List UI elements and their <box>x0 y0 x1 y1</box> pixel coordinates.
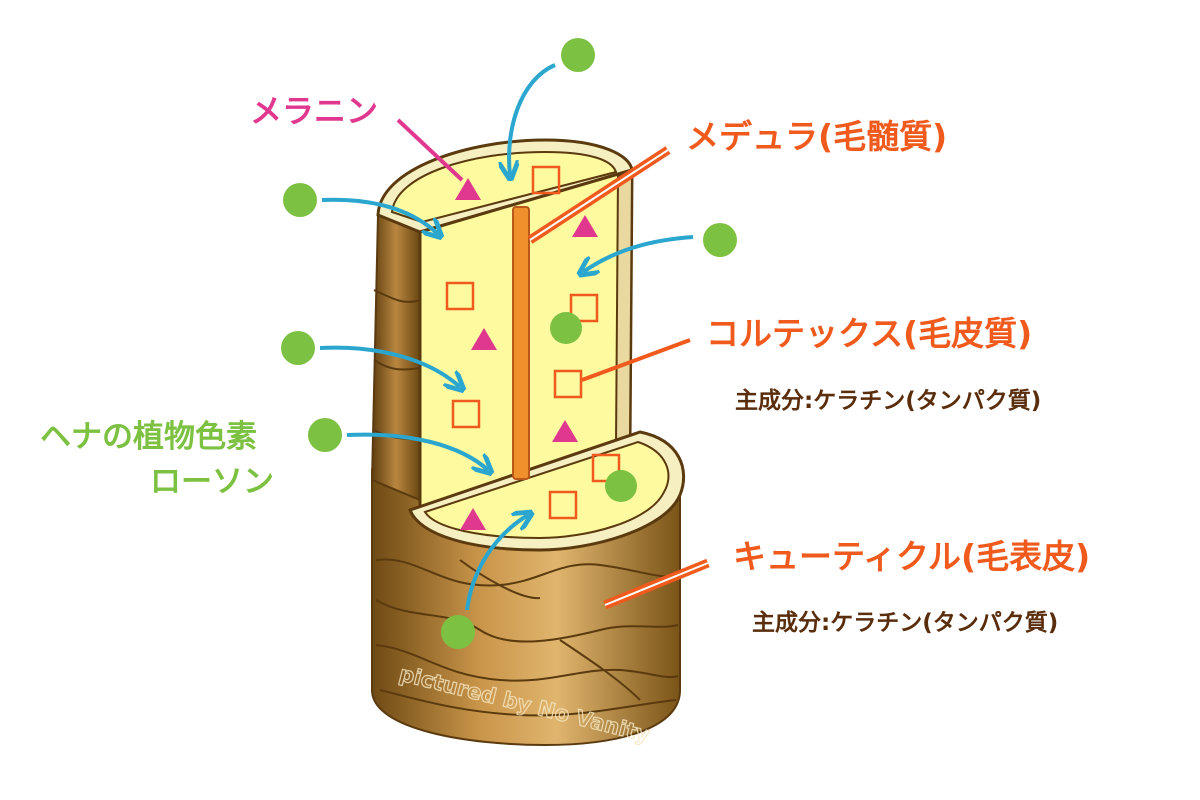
medulla-label: メデュラ(毛髄質) <box>686 117 947 156</box>
cuticle-scales <box>373 289 679 717</box>
keratin-square <box>548 490 578 520</box>
lawsone-dot <box>441 615 475 649</box>
cuticle-leader-line <box>603 558 710 610</box>
lawsone-dot <box>703 223 737 257</box>
cuticle-label: キューティクル(毛表皮) <box>733 537 1090 576</box>
arrow-icon <box>465 515 528 611</box>
cortex-lower-face <box>423 440 670 540</box>
lawsone-dot <box>281 331 315 365</box>
lawsone-dot <box>550 312 582 344</box>
melanin-triangle <box>552 420 578 442</box>
keratin-square <box>445 281 475 311</box>
cortex-leader-line <box>581 338 691 382</box>
penetration-arrows <box>319 63 694 611</box>
melanin-triangle <box>572 215 598 237</box>
medulla-core <box>512 206 530 480</box>
cortex-component-label: 主成分:ケラチン(タンパク質) <box>735 388 1041 414</box>
arrow-icon <box>321 197 438 234</box>
cortex-label: コルテックス(毛皮質) <box>706 314 1032 353</box>
lawsone-dots-outside <box>281 38 737 649</box>
arrow-icon <box>319 345 460 387</box>
keratin-square <box>569 293 599 323</box>
keratin-square <box>553 369 583 399</box>
lawsone-dot <box>283 183 317 217</box>
arrow-icon <box>583 235 694 272</box>
lawsone-label: ローソン <box>150 464 274 500</box>
cuticle-upper-wall <box>370 213 421 502</box>
keratin-square <box>451 399 481 429</box>
cortex-right-edge <box>614 168 634 447</box>
medulla-leader-line <box>527 146 671 244</box>
arrow-icon <box>509 63 556 175</box>
arrow-icon <box>346 432 488 470</box>
melanin-triangle <box>455 178 481 200</box>
melanin-triangle <box>471 328 497 350</box>
lawsone-dots-inside <box>550 312 637 502</box>
melanin-leader-line <box>396 118 464 182</box>
lawsone-dot <box>308 418 342 452</box>
henna-pigment-label: ヘナの植物色素 <box>40 419 257 455</box>
lawsone-dot <box>561 38 595 72</box>
cuticle-component-label: 主成分:ケラチン(タンパク質) <box>752 610 1058 636</box>
melanin-triangle <box>460 508 486 530</box>
melanin-particles <box>455 178 598 530</box>
melanin-label: メラニン <box>250 92 378 130</box>
lawsone-dot <box>605 470 637 502</box>
keratin-square <box>531 165 561 195</box>
